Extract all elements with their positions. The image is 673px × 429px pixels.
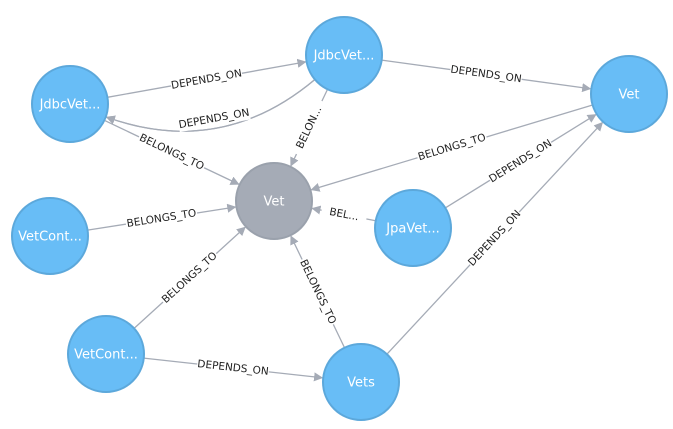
relationship-edge[interactable]: BELONGS_TO	[133, 226, 246, 329]
edge-label: BELONGS_TO	[417, 131, 488, 163]
relationship-edge[interactable]: BELON...	[290, 88, 329, 167]
relationship-edge[interactable]: DEPENDS_ON	[105, 78, 316, 133]
node-circle[interactable]	[31, 65, 109, 143]
edge-label: DEPENDS_ON	[170, 67, 243, 91]
edge-label: BELONGS_TO	[137, 132, 206, 173]
component-node[interactable]: JdbcVet...	[31, 65, 109, 143]
relationship-edge[interactable]: DEPENDS_ON	[444, 114, 597, 209]
component-node[interactable]: Vet	[590, 55, 668, 133]
edge-label: BELONGS_TO	[160, 250, 220, 306]
node-circle[interactable]	[374, 189, 452, 267]
edge-label: DEPENDS_ON	[487, 137, 554, 185]
edge-line	[105, 78, 316, 132]
relationship-edge[interactable]: BELONGS_TO	[104, 119, 240, 185]
relationship-edge[interactable]: BELONGS_TO	[290, 235, 346, 349]
entity-node[interactable]: Vet	[235, 162, 313, 240]
edges-layer: DECLARESDEPENDS_ONDEPENDS_ONDEPENDS_ONBE…	[87, 58, 604, 382]
node-circle[interactable]	[322, 343, 400, 421]
edge-label: BELONGS_TO	[297, 258, 338, 326]
component-node[interactable]: Vets	[322, 343, 400, 421]
component-node[interactable]: JdbcVet...	[305, 16, 383, 94]
relationship-edge[interactable]: DEPENDS_ON	[381, 59, 592, 93]
edge-label: BEL...	[328, 206, 359, 223]
component-node[interactable]: VetCont...	[67, 315, 145, 393]
component-node[interactable]: JpaVet...	[374, 189, 452, 267]
node-circle[interactable]	[67, 315, 145, 393]
node-circle[interactable]	[235, 162, 313, 240]
relationship-edge[interactable]: DEPENDS_ON	[143, 357, 324, 382]
node-circle[interactable]	[305, 16, 383, 94]
nodes-layer: JdbcVet...JdbcVet...VetVetVetCont...JpaV…	[11, 16, 668, 421]
relationship-edge[interactable]: DEPENDS_ON	[107, 58, 307, 98]
edge-label: DEPENDS_ON	[466, 208, 524, 269]
edge-label: BELONGS_TO	[126, 207, 197, 230]
relationship-edge[interactable]: BELONGS_TO	[87, 203, 237, 232]
node-circle[interactable]	[590, 55, 668, 133]
edge-label: DEPENDS_ON	[178, 107, 251, 132]
node-circle[interactable]	[11, 197, 89, 275]
component-node[interactable]: VetCont...	[11, 197, 89, 275]
edge-label: DEPENDS_ON	[450, 64, 523, 86]
relationship-edge[interactable]: BEL...	[311, 203, 376, 226]
